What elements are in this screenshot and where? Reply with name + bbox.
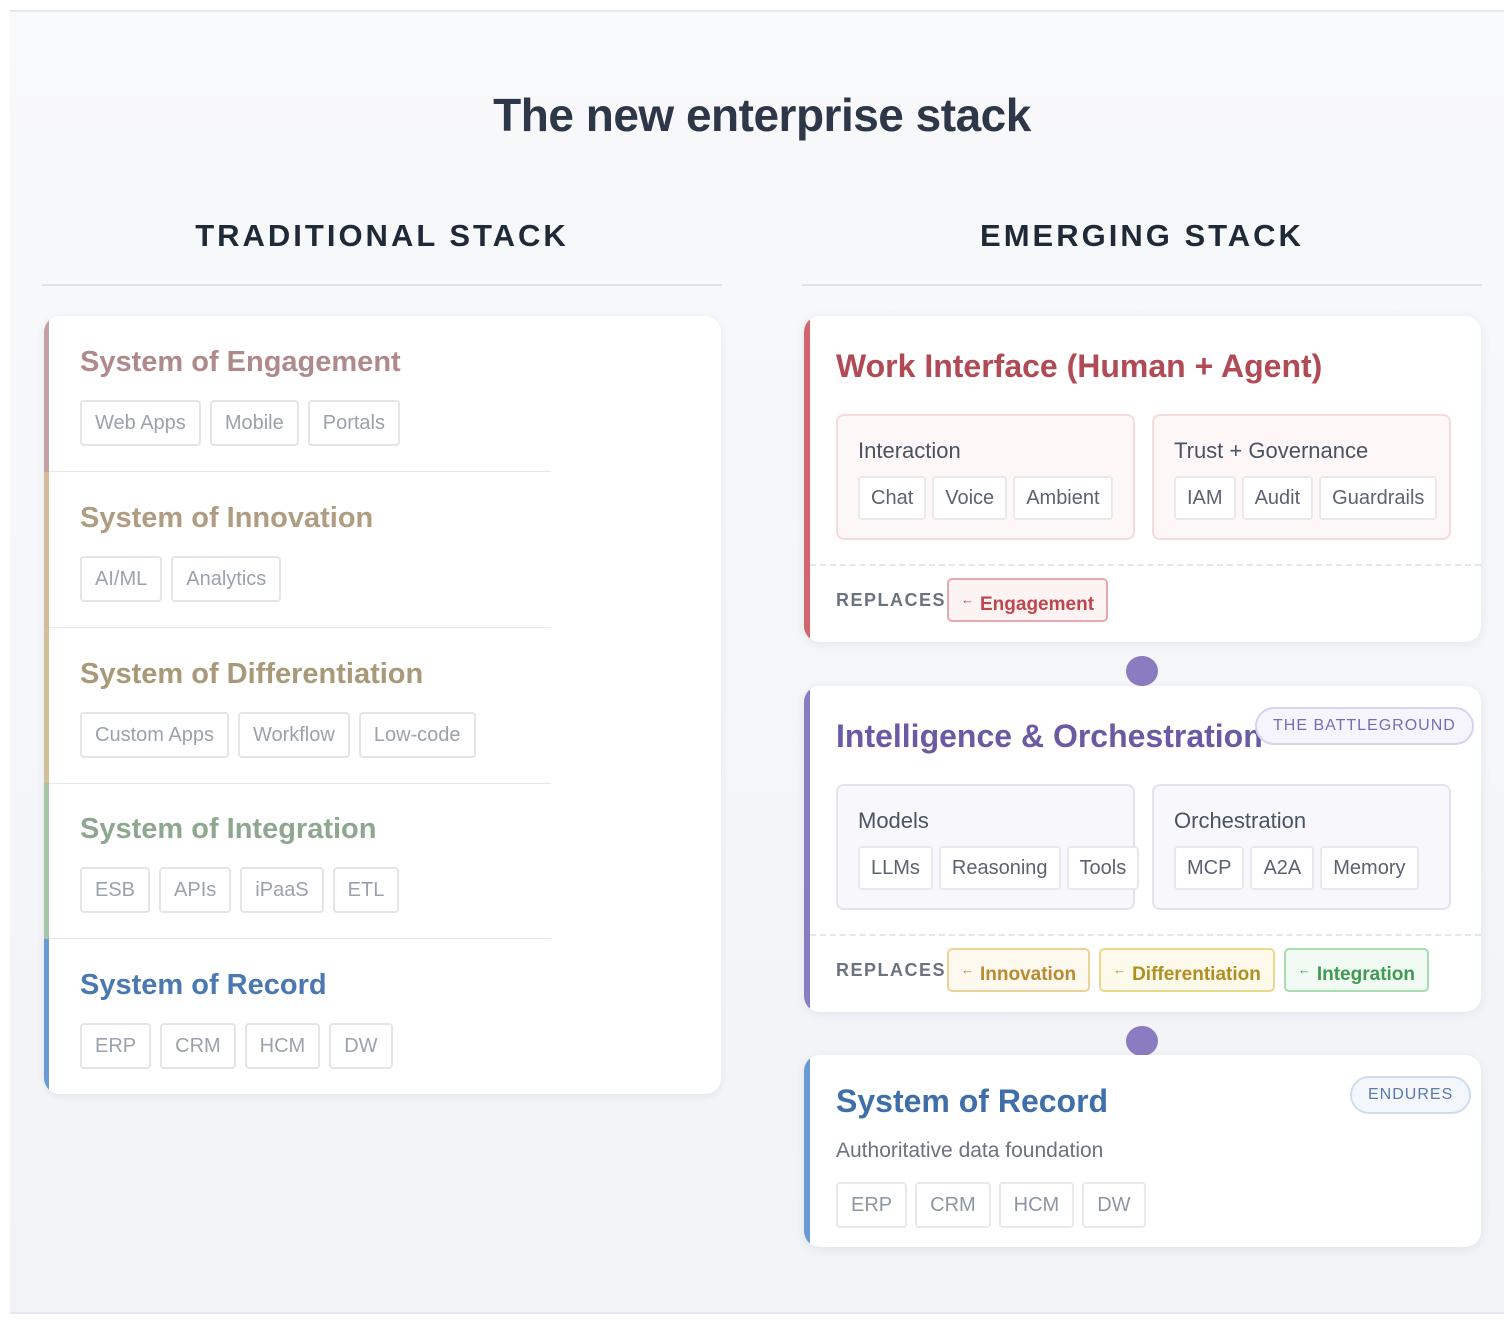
chip: HCM <box>244 1023 321 1069</box>
chip: CRM <box>160 1023 236 1069</box>
chip: Guardrails <box>1319 476 1438 520</box>
record-card: System of Record ENDURES Authoritative d… <box>804 1055 1481 1247</box>
replaces-chip-engagement: ← Engagement <box>947 578 1109 622</box>
chip: DW <box>1082 1182 1146 1228</box>
chip: Ambient <box>1013 476 1113 520</box>
replaces-divider <box>810 564 1481 566</box>
layer-chips: ESB APIs iPaaS ETL <box>80 867 400 913</box>
layer-chips: Web Apps Mobile Portals <box>80 400 400 446</box>
layer-engagement: System of Engagement Web Apps Mobile Por… <box>44 316 551 472</box>
chip: Web Apps <box>80 400 201 446</box>
endures-badge: ENDURES <box>1350 1076 1472 1114</box>
layer-title: System of Differentiation <box>80 658 424 690</box>
replaces-chip-integration: ← Integration <box>1283 948 1430 992</box>
chip: ERP <box>836 1182 908 1228</box>
arrow-left-icon: ← <box>961 592 974 607</box>
interaction-box: Interaction Chat Voice Ambient <box>836 414 1135 540</box>
traditional-stack-card: System of Engagement Web Apps Mobile Por… <box>44 316 721 1094</box>
work-interface-title: Work Interface (Human + Agent) <box>836 348 1323 384</box>
page-title: The new enterprise stack <box>493 89 1031 141</box>
layer-innovation: System of Innovation AI/ML Analytics <box>44 472 551 628</box>
chip: DW <box>329 1023 393 1069</box>
record-subtitle: Authoritative data foundation <box>836 1139 1104 1162</box>
chip: Audit <box>1241 476 1314 520</box>
box-chips: Chat Voice Ambient <box>858 476 1113 520</box>
chip: HCM <box>998 1182 1075 1228</box>
record-title: System of Record <box>836 1083 1109 1119</box>
chip: Workflow <box>237 712 350 758</box>
intelligence-card: Intelligence & Orchestration THE BATTLEG… <box>804 686 1481 1012</box>
replaces-divider <box>810 934 1481 936</box>
chip: LLMs <box>858 846 933 890</box>
replaces-chip-label: Engagement <box>980 594 1095 615</box>
replaces-chip-innovation: ← Innovation <box>947 948 1091 992</box>
layer-chips: ERP CRM HCM DW <box>80 1023 393 1069</box>
emerging-divider <box>802 284 1482 286</box>
layer-integration: System of Integration ESB APIs iPaaS ETL <box>44 783 551 939</box>
box-title: Models <box>858 808 929 833</box>
trust-governance-box: Trust + Governance IAM Audit Guardrails <box>1152 414 1451 540</box>
accent-bar <box>804 686 810 1012</box>
box-title: Trust + Governance <box>1174 438 1369 463</box>
replaces-chip-label: Differentiation <box>1132 964 1261 985</box>
chip: APIs <box>159 867 232 913</box>
layer-title: System of Integration <box>80 813 377 845</box>
orchestration-box: Orchestration MCP A2A Memory <box>1152 784 1451 910</box>
layer-title: System of Record <box>80 969 327 1001</box>
layer-chips: Custom Apps Workflow Low-code <box>80 712 476 758</box>
replaces-chips: ← Innovation ← Differentiation ← Integratio… <box>947 948 1430 992</box>
layer-chips: AI/ML Analytics <box>80 556 282 602</box>
chip: Voice <box>932 476 1008 520</box>
accent-bar <box>804 1055 810 1247</box>
layer-differentiation: System of Differentiation Custom Apps Wo… <box>44 628 551 784</box>
chip: Analytics <box>171 556 282 602</box>
box-chips: LLMs Reasoning Tools <box>858 846 1140 890</box>
models-box: Models LLMs Reasoning Tools <box>836 784 1140 910</box>
chip: Reasoning <box>938 846 1061 890</box>
chip: Chat <box>858 476 927 520</box>
replaces-label: REPLACES: <box>836 960 954 980</box>
traditional-divider <box>42 284 722 286</box>
chip: ESB <box>80 867 151 913</box>
chip: ERP <box>80 1023 152 1069</box>
box-chips: IAM Audit Guardrails <box>1174 476 1438 520</box>
chip: IAM <box>1174 476 1236 520</box>
chip: Portals <box>307 400 400 446</box>
arrow-left-icon: ← <box>1297 962 1311 977</box>
chip: Mobile <box>209 400 299 446</box>
chip: ETL <box>332 867 400 913</box>
layer-title: System of Innovation <box>80 502 374 534</box>
record-chips: ERP CRM HCM DW <box>836 1182 1146 1228</box>
battleground-badge: THE BATTLEGROUND <box>1255 707 1474 745</box>
connector-dot <box>1126 656 1158 686</box>
arrow-left-icon: ← <box>961 962 974 977</box>
replaces-chip-label: Integration <box>1316 964 1416 985</box>
replaces-chip-label: Innovation <box>980 964 1077 985</box>
connector-dot <box>1126 1026 1158 1056</box>
layer-record: System of Record ERP CRM HCM DW <box>44 939 551 1094</box>
arrow-left-icon: ← <box>1113 962 1127 977</box>
replaces-label: REPLACES: <box>836 590 954 610</box>
replaces-chip-differentiation: ← Differentiation <box>1099 948 1275 992</box>
replaces-chips: ← Engagement <box>947 578 1109 622</box>
intelligence-title: Intelligence & Orchestration <box>836 718 1263 754</box>
layer-title: System of Engagement <box>80 346 401 378</box>
chip: Custom Apps <box>80 712 229 758</box>
chip: iPaaS <box>240 867 324 913</box>
chip: Memory <box>1320 846 1419 890</box>
work-interface-card: Work Interface (Human + Agent) Interacti… <box>804 316 1481 642</box>
box-title: Orchestration <box>1174 808 1307 833</box>
box-chips: MCP A2A Memory <box>1174 846 1419 890</box>
emerging-heading: EMERGING STACK <box>980 218 1304 253</box>
chip: AI/ML <box>80 556 163 602</box>
chip: A2A <box>1250 846 1315 890</box>
accent-bar <box>804 316 810 642</box>
box-title: Interaction <box>858 438 961 463</box>
chip: Low-code <box>358 712 476 758</box>
chip: Tools <box>1066 846 1140 890</box>
traditional-heading: TRADITIONAL STACK <box>195 218 569 253</box>
chip: CRM <box>915 1182 991 1228</box>
chip: MCP <box>1174 846 1245 890</box>
